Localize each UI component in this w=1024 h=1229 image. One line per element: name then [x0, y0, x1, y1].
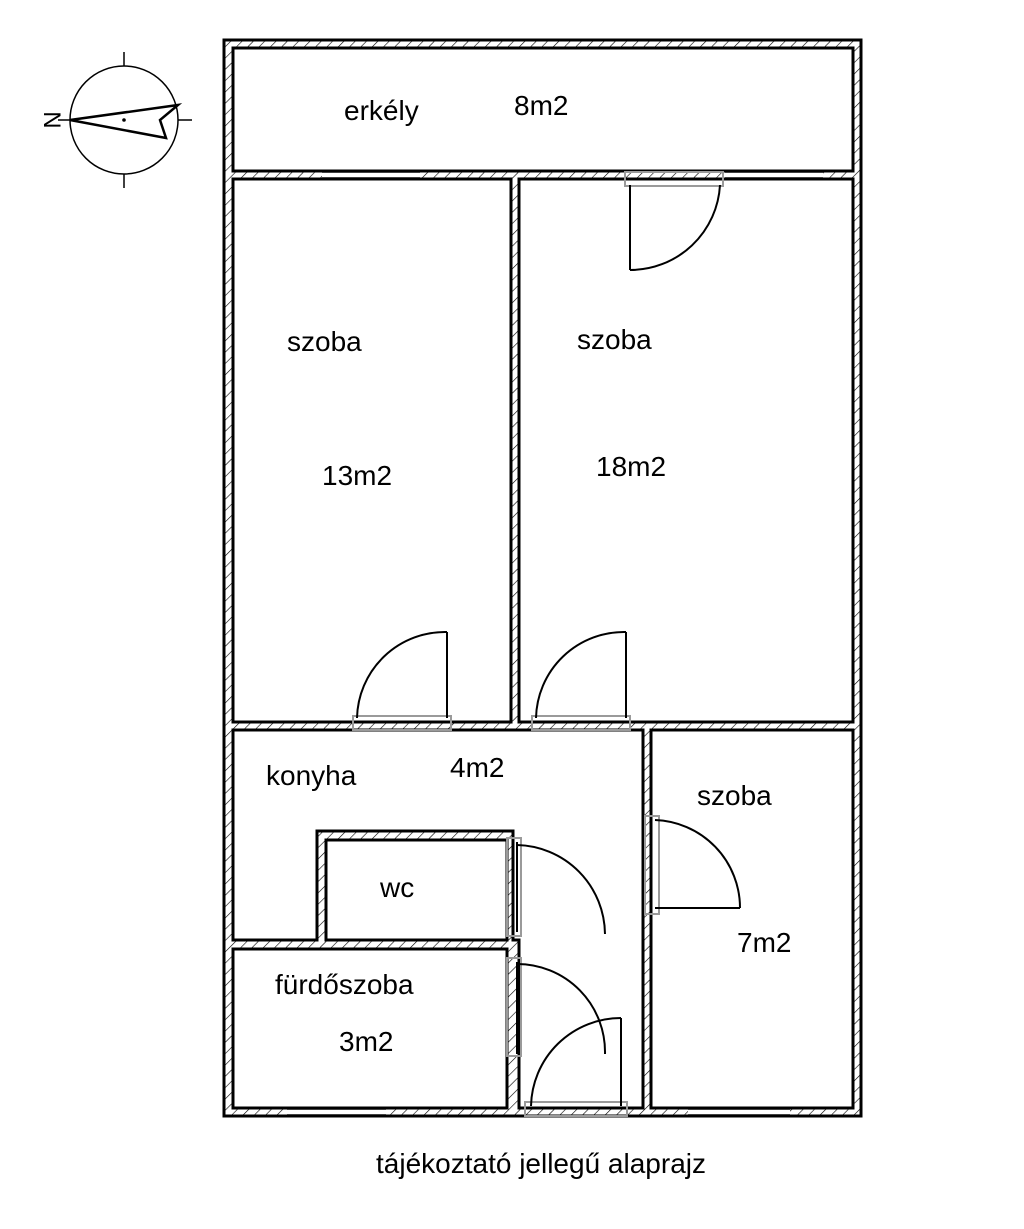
bathroom-area: 3m2	[339, 1026, 393, 1057]
door-bathroom	[506, 957, 607, 1057]
kitchen-outline	[231, 728, 645, 1110]
balcony-outline	[231, 46, 855, 173]
room-small-name: szoba	[697, 780, 772, 811]
door-room-left	[352, 630, 452, 731]
kitchen-area: 4m2	[450, 752, 504, 783]
balcony-name: erkély	[344, 95, 419, 126]
north-arrow-icon: N	[40, 52, 192, 188]
wc-name: wc	[379, 872, 414, 903]
room-small-area: 7m2	[737, 927, 791, 958]
balcony-area: 8m2	[514, 90, 568, 121]
door-room-right	[531, 630, 631, 731]
room-right-outline	[517, 177, 855, 724]
room-left-outline	[231, 177, 513, 724]
door-entrance	[524, 1017, 628, 1117]
room-left-name: szoba	[287, 326, 362, 357]
room-right-area: 18m2	[596, 451, 666, 482]
room-left-area: 13m2	[322, 460, 392, 491]
wc-outline	[324, 838, 509, 942]
room-small-outline	[649, 728, 855, 1110]
kitchen-name: konyha	[266, 760, 357, 791]
door-room-small	[644, 815, 741, 915]
door-wc	[506, 837, 606, 937]
plan-caption: tájékoztató jellegű alaprajz	[376, 1148, 706, 1179]
bathroom-name: fürdőszoba	[275, 969, 414, 1000]
door-balcony	[624, 171, 724, 272]
room-right-name: szoba	[577, 324, 652, 355]
windows	[287, 171, 823, 1116]
compass-letter: N	[40, 111, 67, 128]
